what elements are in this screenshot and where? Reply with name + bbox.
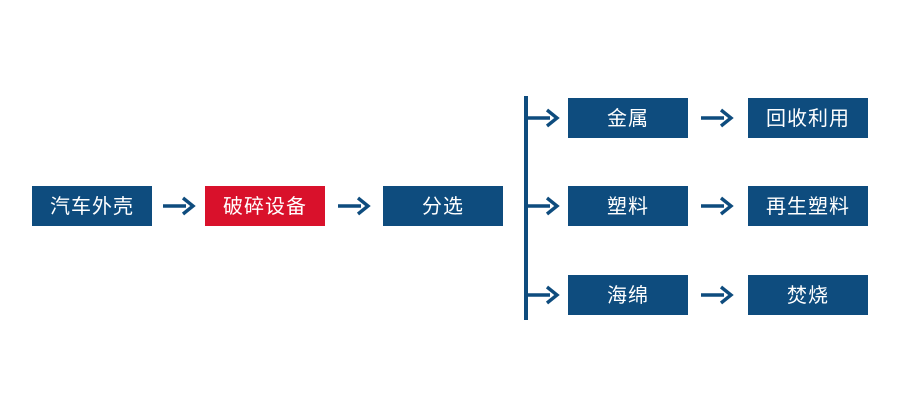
- node-metal[interactable]: 金属: [568, 98, 688, 138]
- node-regenerated-plastic[interactable]: 再生塑料: [748, 186, 868, 226]
- node-recycling-reuse-label: 回收利用: [766, 106, 850, 130]
- node-incineration-label: 焚烧: [787, 283, 829, 307]
- node-regenerated-plastic-label: 再生塑料: [766, 194, 850, 218]
- node-sorting[interactable]: 分选: [383, 186, 503, 226]
- node-crushing-equipment[interactable]: 破碎设备: [205, 186, 325, 226]
- node-recycling-reuse[interactable]: 回收利用: [748, 98, 868, 138]
- node-plastic[interactable]: 塑料: [568, 186, 688, 226]
- arrow-plastic-to-regenerated: [700, 192, 734, 220]
- node-sponge[interactable]: 海绵: [568, 275, 688, 315]
- node-car-shell-label: 汽车外壳: [50, 194, 134, 218]
- arrow-shell-to-crusher: [162, 192, 196, 220]
- arrow-metal-to-recycling: [700, 104, 734, 132]
- node-metal-label: 金属: [607, 106, 649, 130]
- node-car-shell[interactable]: 汽车外壳: [32, 186, 152, 226]
- node-incineration[interactable]: 焚烧: [748, 275, 868, 315]
- node-plastic-label: 塑料: [607, 194, 649, 218]
- arrow-crusher-to-sorting: [337, 192, 371, 220]
- node-sorting-label: 分选: [422, 194, 464, 218]
- arrow-sponge-to-incineration: [700, 281, 734, 309]
- split-bus-icon: [520, 90, 568, 326]
- node-crushing-equipment-label: 破碎设备: [223, 194, 307, 218]
- node-sponge-label: 海绵: [607, 283, 649, 307]
